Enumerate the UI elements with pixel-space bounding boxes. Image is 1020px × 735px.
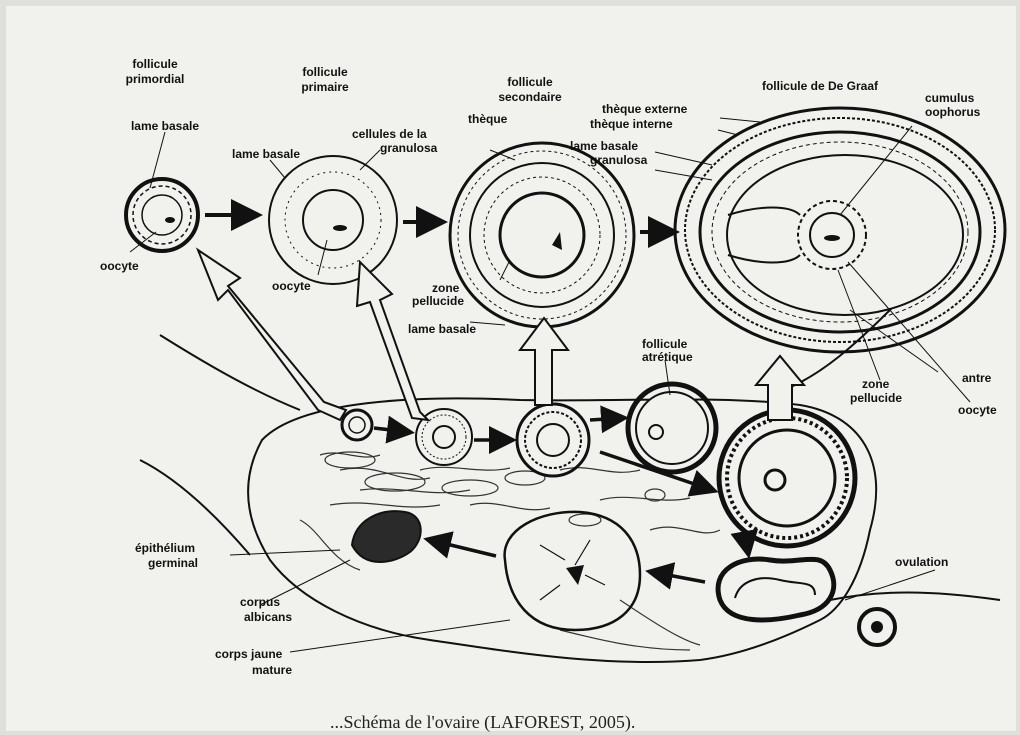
title-primordial-line1: follicule bbox=[132, 57, 178, 71]
label-cumulus-line2: oophorus bbox=[925, 105, 981, 119]
title-de-graaf: follicule de De Graaf bbox=[762, 79, 879, 93]
follicle-de-graaf bbox=[675, 108, 1005, 352]
label-epithelium-line2: germinal bbox=[148, 556, 198, 570]
label-lame-basale-4: lame basale bbox=[570, 139, 638, 153]
label-zone-pellucide-4-line2: pellucide bbox=[850, 391, 902, 405]
title-secondaire-line2: secondaire bbox=[498, 90, 562, 104]
label-cellules-line1: cellules de la bbox=[352, 127, 427, 141]
label-cumulus-line1: cumulus bbox=[925, 91, 975, 105]
label-cellules-line2: granulosa bbox=[380, 141, 438, 155]
title-primordial-line2: primordial bbox=[126, 72, 185, 86]
ovary-follicle-atretic bbox=[628, 384, 716, 472]
follicle-primordial bbox=[126, 179, 198, 251]
label-oocyte-4: oocyte bbox=[958, 403, 997, 417]
label-oocyte-1: oocyte bbox=[100, 259, 139, 273]
corpus-albicans-shape bbox=[352, 511, 421, 562]
label-corps-jaune-line1: corps jaune bbox=[215, 647, 283, 661]
label-corpus-albicans-line2: albicans bbox=[244, 610, 292, 624]
label-oocyte-2: oocyte bbox=[272, 279, 311, 293]
label-atretique-line2: atrétique bbox=[642, 350, 693, 364]
follicle-primaire bbox=[269, 156, 397, 284]
label-theque: thèque bbox=[468, 112, 508, 126]
label-zone-pellucide-3-line2: pellucide bbox=[412, 294, 464, 308]
label-epithelium-line1: épithélium bbox=[135, 541, 195, 555]
ovary-follicle-primordial bbox=[342, 410, 372, 440]
ruptured-follicle bbox=[718, 559, 834, 620]
title-secondaire-line1: follicule bbox=[507, 75, 553, 89]
label-ovulation: ovulation bbox=[895, 555, 948, 569]
ovary-follicle-secondaire bbox=[517, 404, 589, 476]
label-zone-pellucide-4-line1: zone bbox=[862, 377, 890, 391]
title-primaire-line2: primaire bbox=[301, 80, 349, 94]
label-corps-jaune-line2: mature bbox=[252, 663, 292, 677]
corpus-luteum bbox=[505, 512, 640, 630]
label-corpus-albicans-line1: corpus bbox=[240, 595, 280, 609]
label-lame-basale-2: lame basale bbox=[232, 147, 300, 161]
figure-caption: ...Schéma de l'ovaire (LAFOREST, 2005). bbox=[330, 712, 635, 733]
label-lame-basale-3: lame basale bbox=[408, 322, 476, 336]
label-zone-pellucide-3-line1: zone bbox=[432, 281, 460, 295]
ovary-follicle-de-graaf bbox=[719, 410, 855, 546]
label-theque-externe: thèque externe bbox=[602, 102, 688, 116]
label-granulosa-4: granulosa bbox=[590, 153, 648, 167]
label-theque-interne: thèque interne bbox=[590, 117, 673, 131]
ovulated-oocyte bbox=[859, 609, 895, 645]
titles: follicule primordial follicule primaire … bbox=[126, 57, 879, 104]
title-primaire-line1: follicule bbox=[302, 65, 348, 79]
top-row-arrows bbox=[205, 215, 672, 232]
label-lame-basale-1: lame basale bbox=[131, 119, 199, 133]
label-atretique-line1: follicule bbox=[642, 337, 688, 351]
follicle-secondaire bbox=[450, 143, 634, 327]
label-antre: antre bbox=[962, 371, 992, 385]
